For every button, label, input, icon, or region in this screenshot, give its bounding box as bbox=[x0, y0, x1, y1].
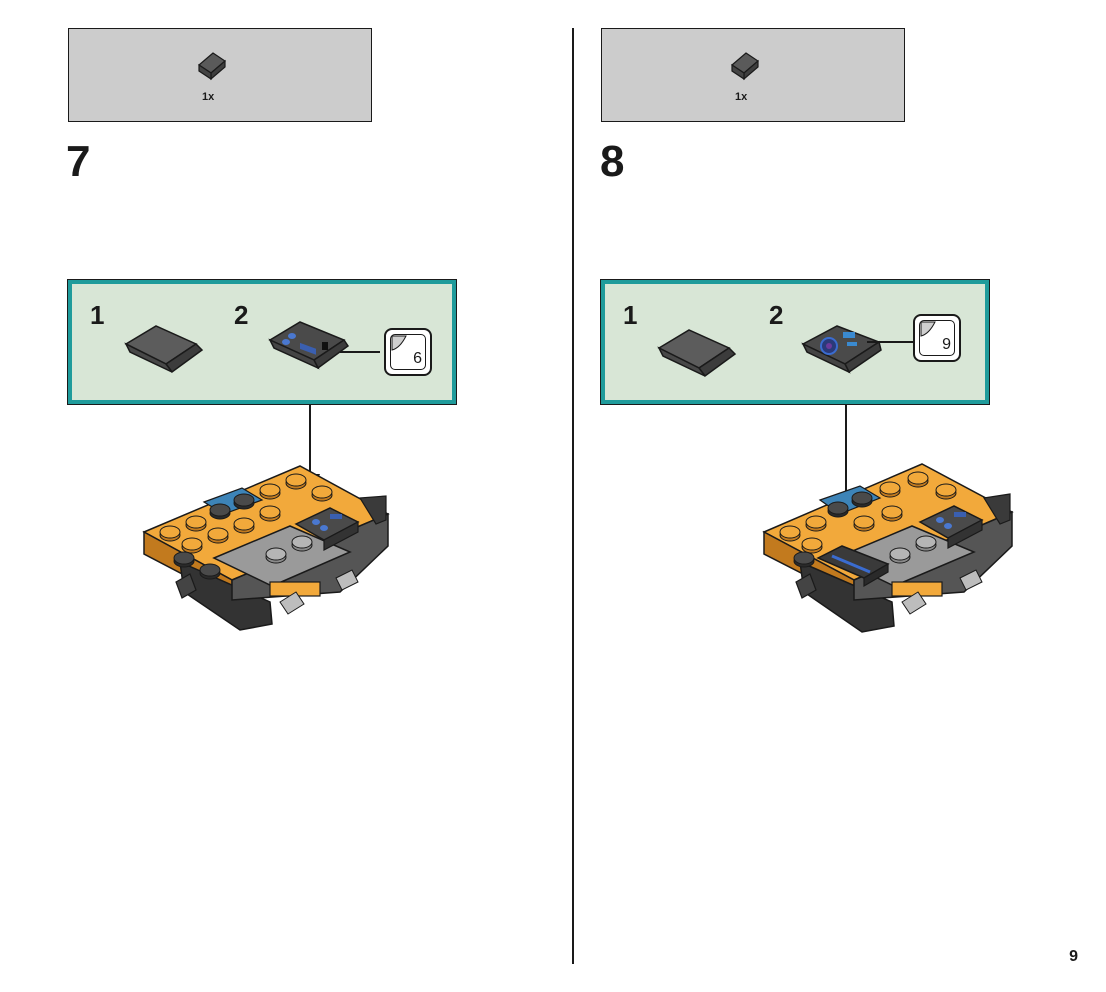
slope-brick-part-image bbox=[731, 52, 759, 80]
step-number: 8 bbox=[600, 137, 625, 186]
model-assembly-step-8 bbox=[762, 463, 1014, 633]
sticker-peel-icon bbox=[391, 335, 407, 351]
sticker-number: 9 bbox=[942, 336, 951, 353]
page-number: 9 bbox=[1069, 948, 1078, 965]
sub-step-number: 1 bbox=[90, 300, 105, 330]
sticker-leader-line bbox=[867, 341, 913, 343]
sub-step-number: 2 bbox=[234, 300, 249, 330]
printed-slope-brick-image bbox=[801, 325, 882, 374]
sticker-peel-icon bbox=[920, 321, 936, 337]
column-divider bbox=[572, 28, 574, 964]
sticker-reference-badge: 6 bbox=[384, 328, 432, 376]
sticker-number: 6 bbox=[413, 350, 422, 367]
model-assembly-step-7 bbox=[142, 465, 390, 631]
sub-assembly-callout-step-8: 1 2 9 bbox=[600, 279, 990, 405]
sub-step-number: 2 bbox=[769, 300, 784, 330]
parts-list-step-8: 1x bbox=[601, 28, 905, 122]
slope-brick-part-image bbox=[198, 52, 226, 80]
sub-assembly-callout-step-7: 1 2 6 bbox=[67, 279, 457, 405]
part-quantity: 1x bbox=[735, 91, 748, 103]
part-quantity: 1x bbox=[202, 91, 215, 103]
parts-list-step-7: 1x bbox=[68, 28, 372, 122]
sticker-reference-badge: 9 bbox=[913, 314, 961, 362]
printed-slope-brick-image bbox=[268, 321, 350, 370]
slope-brick-image bbox=[125, 325, 203, 373]
sticker-leader-line bbox=[340, 351, 380, 353]
step-number: 7 bbox=[66, 137, 91, 186]
sub-step-number: 1 bbox=[623, 300, 638, 330]
slope-brick-image bbox=[658, 329, 736, 377]
